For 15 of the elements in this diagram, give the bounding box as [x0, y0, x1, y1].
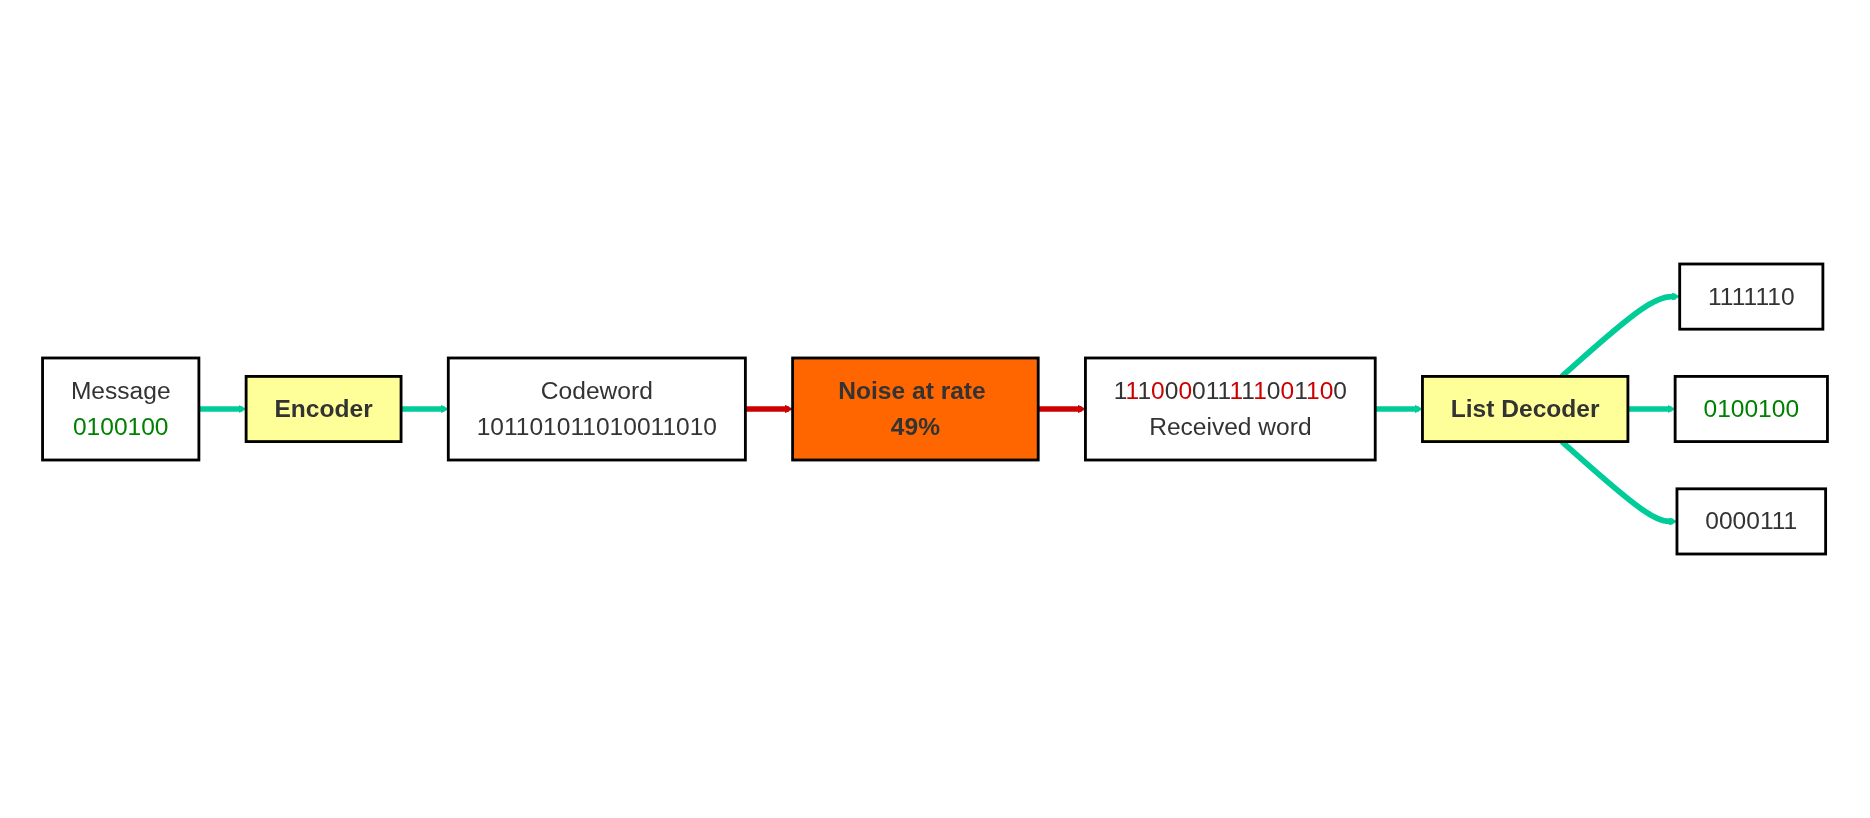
node-box: 0100100: [1673, 375, 1829, 443]
arrow: [198, 404, 247, 414]
arrow: [1375, 404, 1423, 414]
arrow: [745, 404, 793, 414]
node-box: Encoder: [244, 375, 403, 443]
node-box: Noise at rate 49%: [791, 356, 1040, 462]
node-box: Message 0100100: [41, 356, 201, 462]
node-box: 1111110: [1678, 262, 1825, 331]
node-box: Codeword 101101011010011010: [446, 356, 747, 462]
arrow: [401, 404, 449, 414]
node-box: 111000011111001100 Received word: [1084, 356, 1377, 462]
arrow: [1627, 404, 1676, 414]
arrow: [1038, 404, 1086, 414]
node-box: List Decoder: [1421, 375, 1630, 443]
node-box: 0000111: [1675, 487, 1828, 556]
